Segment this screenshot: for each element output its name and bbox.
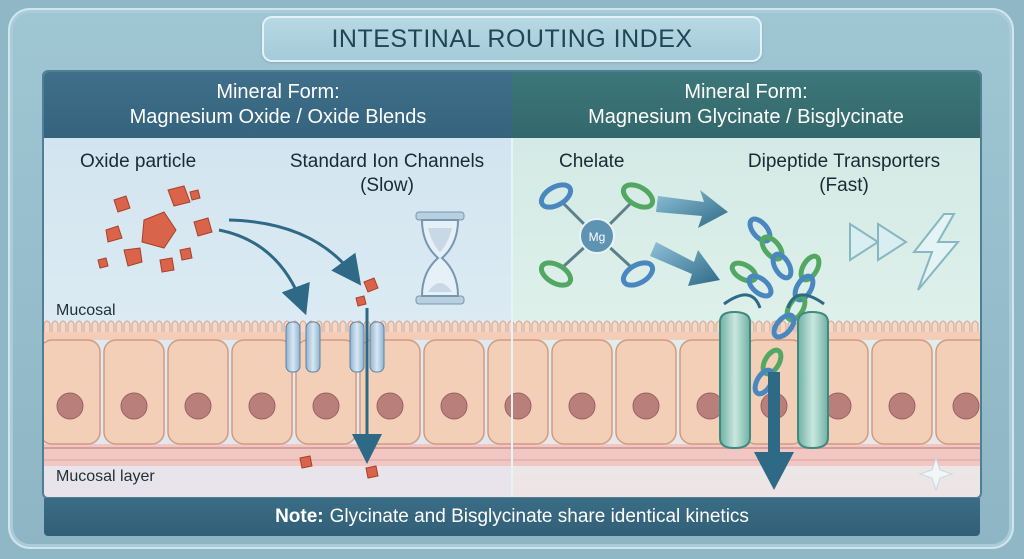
fast-absorption-arrowhead	[754, 452, 794, 490]
chelate-route-arrow	[650, 242, 720, 286]
oxide-crystal	[193, 217, 213, 237]
epithelial-cell	[231, 339, 293, 445]
oxide-particles	[97, 185, 213, 273]
note-text: Glycinate and Bisglycinate share identic…	[329, 506, 749, 527]
note-bar: Note: Glycinate and Bisglycinate share i…	[44, 498, 980, 536]
hourglass-icon	[415, 211, 465, 305]
epithelial-cell	[103, 339, 165, 445]
cell-nucleus	[632, 392, 660, 420]
oxide-route-arrow	[218, 228, 310, 316]
dipeptide-transporter-label: Dipeptide Transporters (Fast)	[724, 150, 964, 198]
oxide-route-arrow	[228, 218, 362, 286]
chelate-label: Chelate	[559, 151, 625, 172]
epithelial-cell	[871, 339, 933, 445]
cell-nucleus	[312, 392, 340, 420]
oxide-crystal	[141, 211, 177, 249]
epithelial-cell	[487, 339, 549, 445]
cell-nucleus	[568, 392, 596, 420]
cell-nucleus	[888, 392, 916, 420]
fast-absorption-arrow	[768, 372, 780, 454]
glycinate-header-line2: Magnesium Glycinate / Bisglycinate	[588, 106, 904, 128]
oxide-crystal	[167, 185, 191, 207]
oxide-crystal-small	[299, 455, 313, 469]
epithelial-cell	[615, 339, 677, 445]
glycinate-header-line1: Mineral Form:	[684, 81, 808, 103]
ion-channel	[285, 321, 321, 373]
diagram-artwork: Mg	[97, 182, 961, 492]
oxide-particle-label: Oxide particle	[80, 151, 197, 172]
page-title: INTESTINAL ROUTING INDEX	[262, 16, 762, 62]
epithelial-cell	[44, 339, 101, 445]
oxide-crystal-small	[355, 295, 367, 307]
oxide-header-line2: Magnesium Oxide / Oxide Blends	[129, 106, 427, 128]
cell-nucleus	[952, 392, 980, 420]
cell-nucleus	[248, 392, 276, 420]
sparkle-icon	[918, 456, 954, 492]
chelate-molecule: Mg	[538, 182, 656, 288]
oxide-crystal	[159, 257, 175, 273]
panel-divider	[511, 72, 513, 497]
diagram-panel: Mineral Form: Magnesium Oxide / Oxide Bl…	[44, 72, 980, 497]
ion-channel-label-line1: Standard Ion Channels	[289, 151, 485, 172]
title-text: INTESTINAL ROUTING INDEX	[331, 24, 693, 53]
oxide-crystal-small	[363, 277, 379, 293]
ion-channel-label-line2: (Slow)	[360, 175, 414, 196]
oxide-header-line1: Mineral Form:	[216, 81, 340, 103]
oxide-crystal	[97, 257, 109, 269]
oxide-crystal	[189, 189, 201, 201]
note-prefix: Note:	[275, 506, 324, 527]
cell-nucleus	[184, 392, 212, 420]
ion-channel-label: Standard Ion Channels (Slow)	[272, 150, 502, 198]
oxide-crystal	[179, 247, 193, 261]
oxide-header: Mineral Form: Magnesium Oxide / Oxide Bl…	[44, 72, 512, 138]
oxide-crystal	[113, 195, 131, 213]
chelate-center-text: Mg	[589, 230, 606, 244]
oxide-crystal-small	[365, 465, 379, 479]
ion-channel	[349, 321, 385, 373]
oxide-crystal	[123, 247, 143, 267]
fast-forward-icon	[849, 222, 908, 262]
oxide-crystal	[105, 225, 123, 243]
glycinate-header: Mineral Form: Magnesium Glycinate / Bisg…	[512, 72, 980, 138]
mucosal-label: Mucosal	[56, 302, 116, 319]
dipeptide-transporter-label-line1: Dipeptide Transporters	[747, 151, 941, 172]
cell-nucleus	[56, 392, 84, 420]
epithelial-cell	[167, 339, 229, 445]
epithelial-cell	[423, 339, 485, 445]
chelate-route-arrow	[656, 190, 728, 228]
cell-nucleus	[120, 392, 148, 420]
dipeptide-transporter-label-line2: (Fast)	[819, 175, 869, 196]
dipeptide-transporter	[719, 293, 829, 450]
cell-nucleus	[440, 392, 468, 420]
cell-nucleus	[376, 392, 404, 420]
mucosal-layer-label: Mucosal layer	[56, 468, 155, 485]
lightning-icon	[911, 213, 961, 291]
epithelial-cell	[551, 339, 613, 445]
